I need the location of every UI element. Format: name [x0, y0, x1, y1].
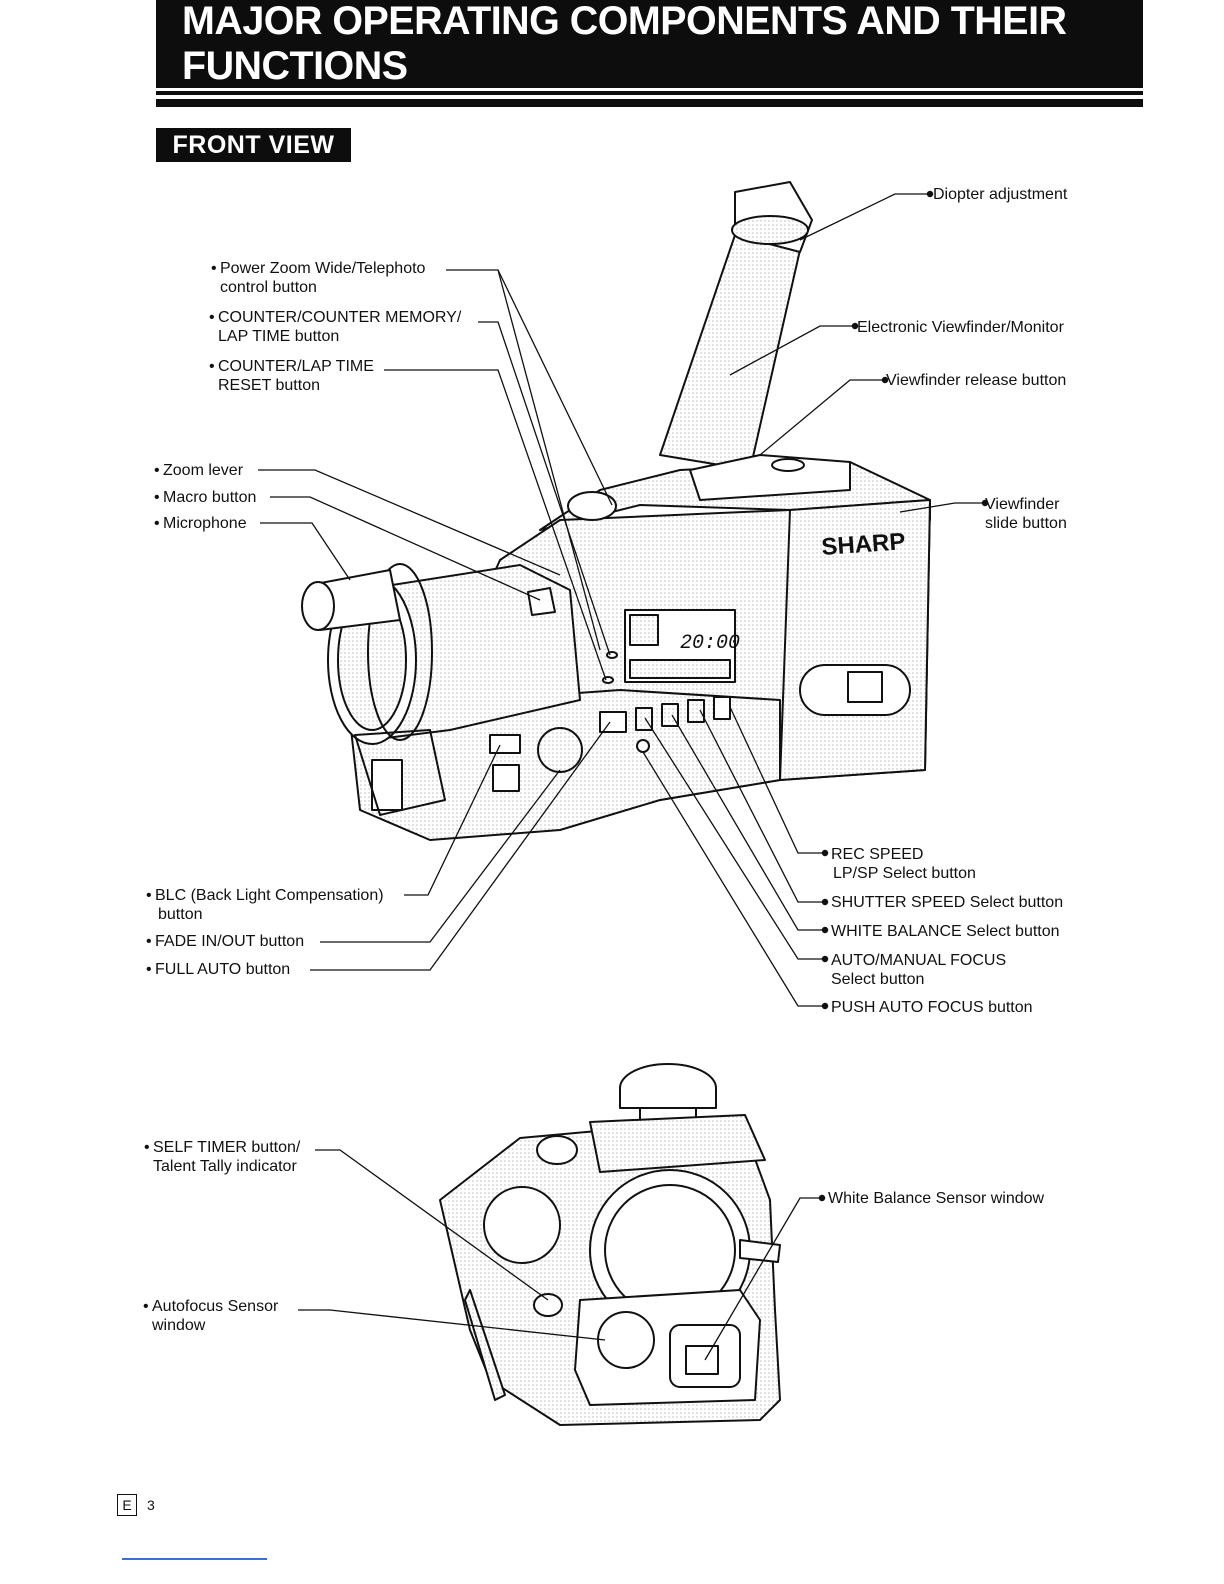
label-wb-sensor: White Balance Sensor window	[828, 1190, 1045, 1207]
label-shutter: SHUTTER SPEED Select button	[831, 894, 1064, 911]
language-badge: E	[117, 1494, 137, 1516]
label-counter-reset: •COUNTER/LAP TIME RESET button	[209, 358, 374, 394]
label-full-auto: •FULL AUTO button	[146, 961, 291, 978]
footer-line	[122, 1558, 267, 1560]
label-fade: •FADE IN/OUT button	[146, 933, 305, 950]
page-title: MAJOR OPERATING COMPONENTS AND THEIR FUN…	[156, 0, 1143, 88]
label-af-sensor: •Autofocus Sensor window	[143, 1298, 279, 1334]
wb-sensor-window	[685, 1345, 719, 1375]
label-evf: Electronic Viewfinder/Monitor	[857, 319, 1064, 336]
page-number-value: 3	[147, 1497, 155, 1513]
label-self-timer: •SELF TIMER button/ Talent Tally indicat…	[144, 1139, 301, 1175]
eyepiece-top	[619, 1063, 717, 1109]
section-title: FRONT VIEW	[156, 128, 351, 162]
label-push-af: PUSH AUTO FOCUS button	[831, 999, 1033, 1016]
af-sensor-window	[597, 1311, 655, 1369]
leader-lines	[258, 190, 989, 1361]
header-rule-thick	[156, 99, 1143, 107]
camcorder-front-view	[301, 181, 931, 841]
label-blc: •BLC (Back Light Compensation) button	[146, 887, 384, 923]
label-rec-speed: REC SPEED LP/SP Select button	[831, 846, 976, 882]
page-title-text: MAJOR OPERATING COMPONENTS AND THEIR FUN…	[182, 0, 1067, 88]
label-power-zoom: •Power Zoom Wide/Telephoto control butto…	[211, 260, 426, 296]
brand-logo: SHARP	[821, 528, 907, 561]
self-timer-button	[533, 1293, 563, 1317]
label-diopter: Diopter adjustment	[933, 186, 1068, 203]
label-vf-release: Viewfinder release button	[886, 372, 1067, 389]
lcd-time: 20:00	[680, 632, 740, 655]
label-vf-slide: Viewfinder slide button	[985, 496, 1067, 532]
label-counter-memory: •COUNTER/COUNTER MEMORY/ LAP TIME button	[209, 309, 462, 345]
viewfinder-tube	[659, 234, 801, 471]
label-white-balance: WHITE BALANCE Select button	[831, 923, 1060, 940]
label-microphone: •Microphone	[154, 515, 247, 532]
label-macro: •Macro button	[154, 489, 257, 506]
header-rule-thin	[156, 91, 1143, 95]
page-number: E 3	[117, 1494, 155, 1516]
label-zoom-lever: •Zoom lever	[154, 462, 244, 479]
camcorder-face-view	[439, 1063, 781, 1426]
label-af-mf: AUTO/MANUAL FOCUS Select button	[831, 952, 1007, 988]
